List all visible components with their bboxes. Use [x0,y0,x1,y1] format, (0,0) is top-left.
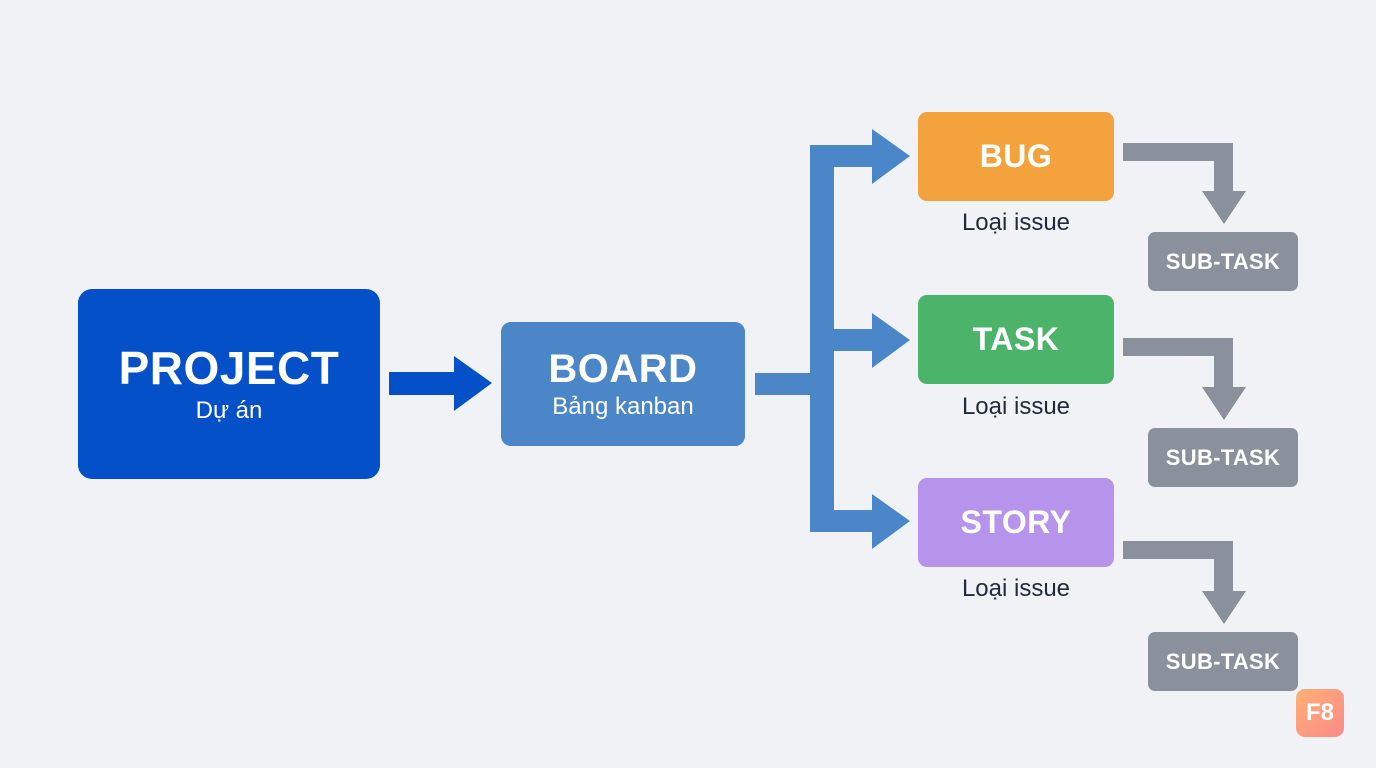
elbow-story-to-subtask [1123,541,1246,624]
task-subtask-node: SUB-TASK [1148,428,1298,487]
board-subtitle: Bảng kanban [552,393,694,420]
arrow-board-branches [755,129,910,549]
elbow-bug-to-subtask [1123,143,1246,224]
bug-type-label: Loại issue [961,209,1071,236]
arrow-type-to-subtask [1123,143,1246,624]
f8-logo: F8 [1296,689,1344,737]
arrow-to-task [834,313,910,368]
project-title: PROJECT [118,342,340,394]
bug-node: BUG [918,112,1114,201]
story-type-label: Loại issue [961,575,1071,602]
arrow-to-bug [810,129,910,184]
branch-trunk [810,145,834,532]
bug-subtask-node: SUB-TASK [1148,232,1298,291]
task-type-label: Loại issue [961,393,1071,420]
board-node: BOARD Bảng kanban [501,322,745,446]
arrow-to-story [810,494,910,549]
arrow-project-to-board [389,356,492,411]
elbow-task-to-subtask [1123,338,1246,420]
board-title: BOARD [548,347,698,391]
story-node: STORY [918,478,1114,567]
branch-stub [755,373,810,395]
project-subtitle: Dự án [195,397,263,424]
story-subtask-node: SUB-TASK [1148,632,1298,691]
task-node: TASK [918,295,1114,384]
project-node: PROJECT Dự án [78,289,380,479]
